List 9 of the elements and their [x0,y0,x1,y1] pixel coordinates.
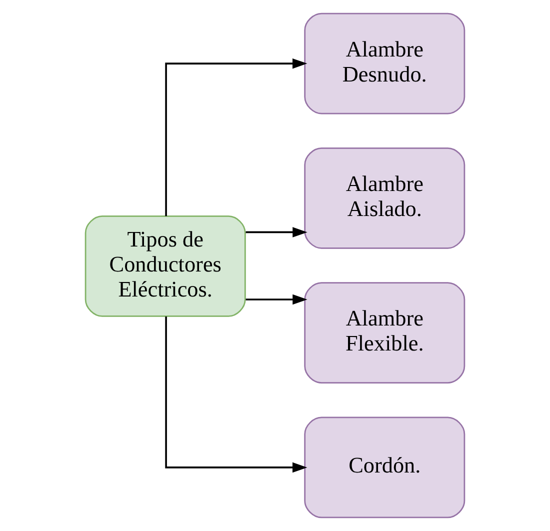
arrow [246,227,308,238]
node-box: Cordón. [304,416,466,518]
node-box: Alambre Aislado. [304,148,466,249]
arrow [165,316,308,473]
node-box: Tipos de Conductores Eléctricos. [84,216,246,317]
arrow [246,294,308,305]
node-box: Alambre Flexible. [304,282,466,384]
node-box: Alambre Desnudo. [304,12,466,114]
arrow [165,58,308,216]
